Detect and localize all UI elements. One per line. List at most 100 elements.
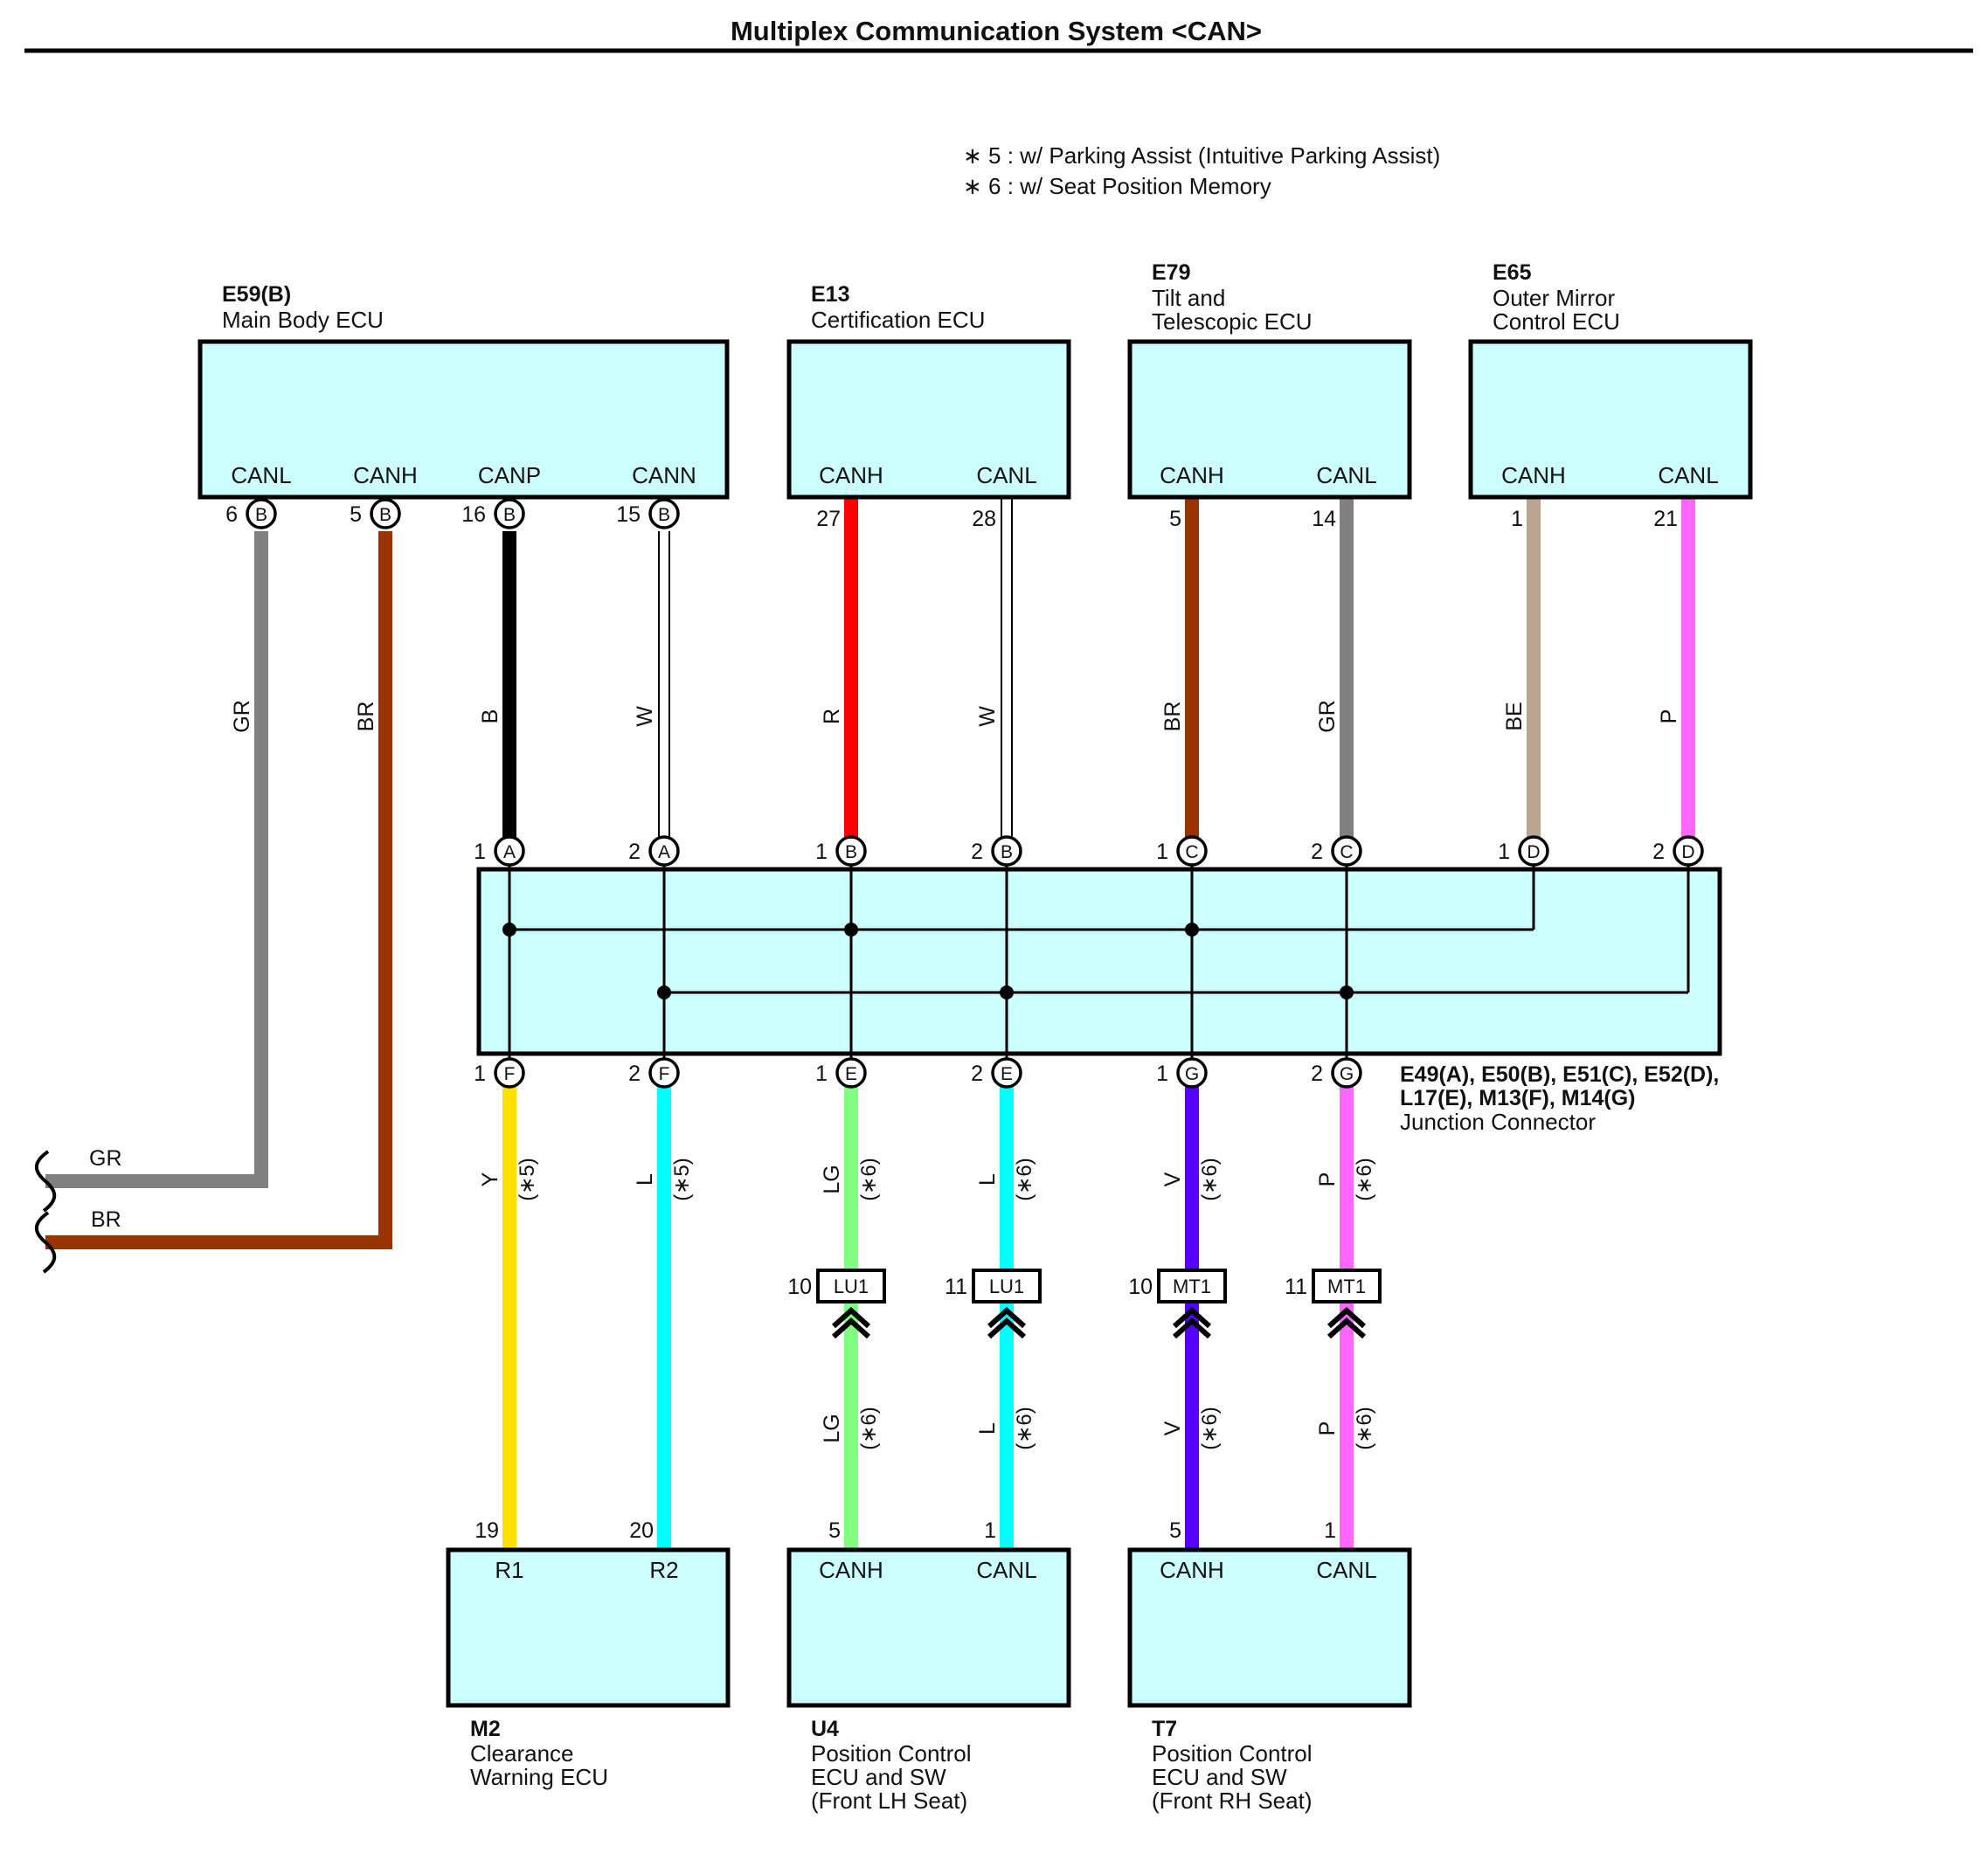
ecu-box-t7	[1127, 1547, 1412, 1708]
wire-opt-u4-lg-lower: (∗6)	[857, 1407, 881, 1449]
jc-top-num-5: 1	[1156, 840, 1168, 864]
junction-name: Junction Connector	[1400, 1109, 1596, 1135]
ecu-name-t7-line1: Position Control	[1152, 1740, 1313, 1767]
jc-top-num-6: 2	[1311, 840, 1323, 864]
jc-top-num-8: 2	[1652, 840, 1665, 864]
wire-label-t7-p-upper: P	[1315, 1172, 1340, 1187]
jc-bot-letter-5: G	[1185, 1064, 1199, 1084]
wire-opt-m2-l: (∗5)	[670, 1158, 694, 1200]
jc-bot-num-5: 1	[1156, 1061, 1168, 1086]
junction-top-pins	[494, 835, 1704, 867]
inline-connector-lu1-10	[816, 1269, 886, 1339]
inline-code-lu1-11: LU1	[989, 1276, 1024, 1297]
jc-bot-num-2: 2	[628, 1061, 641, 1086]
pin-name-e59-canl: CANL	[231, 462, 291, 488]
jc-bot-num-1: 1	[474, 1061, 486, 1086]
inline-connector-lu1-11	[972, 1269, 1042, 1339]
ecu-box-e13	[786, 339, 1071, 500]
ecu-name-t7-line2: ECU and SW	[1152, 1764, 1287, 1790]
wire-opt-t7-v-lower: (∗6)	[1198, 1407, 1222, 1449]
ecu-name-u4-line3: (Front LH Seat)	[811, 1788, 967, 1814]
pin-name-e59-cann: CANN	[632, 462, 696, 488]
ecu-name-u4-line2: ECU and SW	[811, 1764, 946, 1790]
ecu-name-e59: Main Body ECU	[222, 307, 384, 333]
wire-label-t7-p-lower: P	[1315, 1421, 1340, 1436]
inline-code-lu1-10: LU1	[834, 1276, 869, 1297]
offpage-break-marks	[34, 1150, 57, 1274]
pin-num-e65-canh: 1	[1511, 507, 1523, 531]
jc-bot-letter-3: E	[845, 1064, 857, 1084]
jc-top-num-7: 1	[1498, 840, 1510, 864]
junction-bottom-pins	[494, 1057, 1362, 1089]
jc-top-letter-1: A	[503, 842, 516, 862]
jc-top-num-4: 2	[971, 840, 983, 864]
jc-top-letter-2: A	[658, 842, 670, 862]
pin-name-e13-canh: CANH	[819, 462, 883, 488]
ecu-code-m2: M2	[470, 1717, 501, 1741]
ecu-box-m2	[446, 1547, 731, 1708]
wire-opt-u4-l-upper: (∗6)	[1013, 1158, 1036, 1200]
pin-name-m2-r2: R2	[649, 1557, 678, 1583]
pin-num-t7-canh: 5	[1169, 1518, 1181, 1543]
ecu-code-e13: E13	[811, 282, 849, 307]
wire-label-u4-lg-upper: LG	[820, 1165, 844, 1193]
jc-top-letter-4: B	[1001, 842, 1013, 862]
pin-name-e13-canl: CANL	[976, 462, 1036, 488]
jc-bot-letter-4: E	[1001, 1064, 1013, 1084]
wire-opt-m2-y: (∗5)	[516, 1158, 539, 1200]
inline-num-mt1-11: 11	[1285, 1275, 1307, 1299]
jc-top-letter-3: B	[845, 842, 857, 862]
jc-bot-letter-1: F	[504, 1064, 516, 1084]
wire-label-e79-gr: GR	[1315, 700, 1340, 733]
ecu-code-u4: U4	[811, 1717, 839, 1741]
pin-num-e59-canp: 16	[461, 502, 486, 527]
e59-pin-connectors	[246, 498, 680, 529]
wire-label-w: W	[633, 706, 657, 727]
pin-name-e79-canl: CANL	[1316, 462, 1376, 488]
pin-num-m2-r1: 19	[474, 1518, 499, 1543]
ecu-name-e65-line2: Control ECU	[1493, 308, 1620, 335]
wire-label-e65-be: BE	[1502, 702, 1527, 730]
pin-name-e65-canh: CANH	[1501, 462, 1566, 488]
offpage-label-br: BR	[91, 1207, 121, 1232]
wire-opt-u4-l-lower: (∗6)	[1013, 1407, 1036, 1449]
ecu-name-e79-line1: Tilt and	[1152, 285, 1225, 311]
pin-num-e59-canh: 5	[350, 502, 362, 527]
pin-name-e65-canl: CANL	[1658, 462, 1718, 488]
junction-bus-lines	[508, 851, 1690, 1073]
ecu-code-e59: E59(B)	[222, 282, 291, 307]
wire-opt-t7-p-lower: (∗6)	[1353, 1407, 1376, 1449]
inline-code-mt1-10: MT1	[1173, 1276, 1211, 1297]
pin-num-e79-canh: 5	[1169, 507, 1181, 531]
pin-num-e59-canl: 6	[225, 502, 238, 527]
pin-name-e59-canp: CANP	[478, 462, 541, 488]
jc-top-letter-5: C	[1185, 842, 1198, 862]
wire-opt-t7-v-upper: (∗6)	[1198, 1158, 1222, 1200]
offpage-label-gr: GR	[89, 1146, 122, 1171]
pin-name-e59-canh: CANH	[353, 462, 418, 488]
pin-num-u4-canh: 5	[828, 1518, 841, 1543]
jc-bot-num-6: 2	[1311, 1061, 1323, 1086]
wire-label-t7-v-upper: V	[1160, 1172, 1185, 1186]
ecu-name-t7-line3: (Front RH Seat)	[1152, 1788, 1313, 1814]
wire-label-u4-l-lower: L	[975, 1422, 1000, 1435]
wire-label-e13-w: W	[975, 706, 1000, 727]
pin-num-e59-cann: 15	[616, 502, 641, 527]
junction-splice-dots	[502, 923, 1354, 999]
jc-top-letter-7: D	[1527, 842, 1540, 862]
ecu-code-e79: E79	[1152, 260, 1190, 285]
wire-opt-u4-lg-upper: (∗6)	[857, 1158, 881, 1200]
inline-connector-mt1-11	[1312, 1269, 1382, 1339]
wire-opt-t7-p-upper: (∗6)	[1353, 1158, 1376, 1200]
jc-bot-num-3: 1	[815, 1061, 828, 1086]
inline-num-lu1-10: 10	[787, 1275, 812, 1299]
ecu-box-e79	[1127, 339, 1412, 500]
pin-name-t7-canl: CANL	[1316, 1557, 1376, 1583]
ecu-name-m2-line1: Clearance	[470, 1740, 574, 1767]
inline-connector-mt1-10	[1157, 1269, 1227, 1339]
ecu-name-m2-line2: Warning ECU	[470, 1764, 608, 1790]
pin-name-e79-canh: CANH	[1160, 462, 1224, 488]
ecu-box-e59	[197, 339, 730, 500]
pin-num-e13-canl: 28	[972, 507, 996, 531]
jc-top-num-3: 1	[815, 840, 828, 864]
